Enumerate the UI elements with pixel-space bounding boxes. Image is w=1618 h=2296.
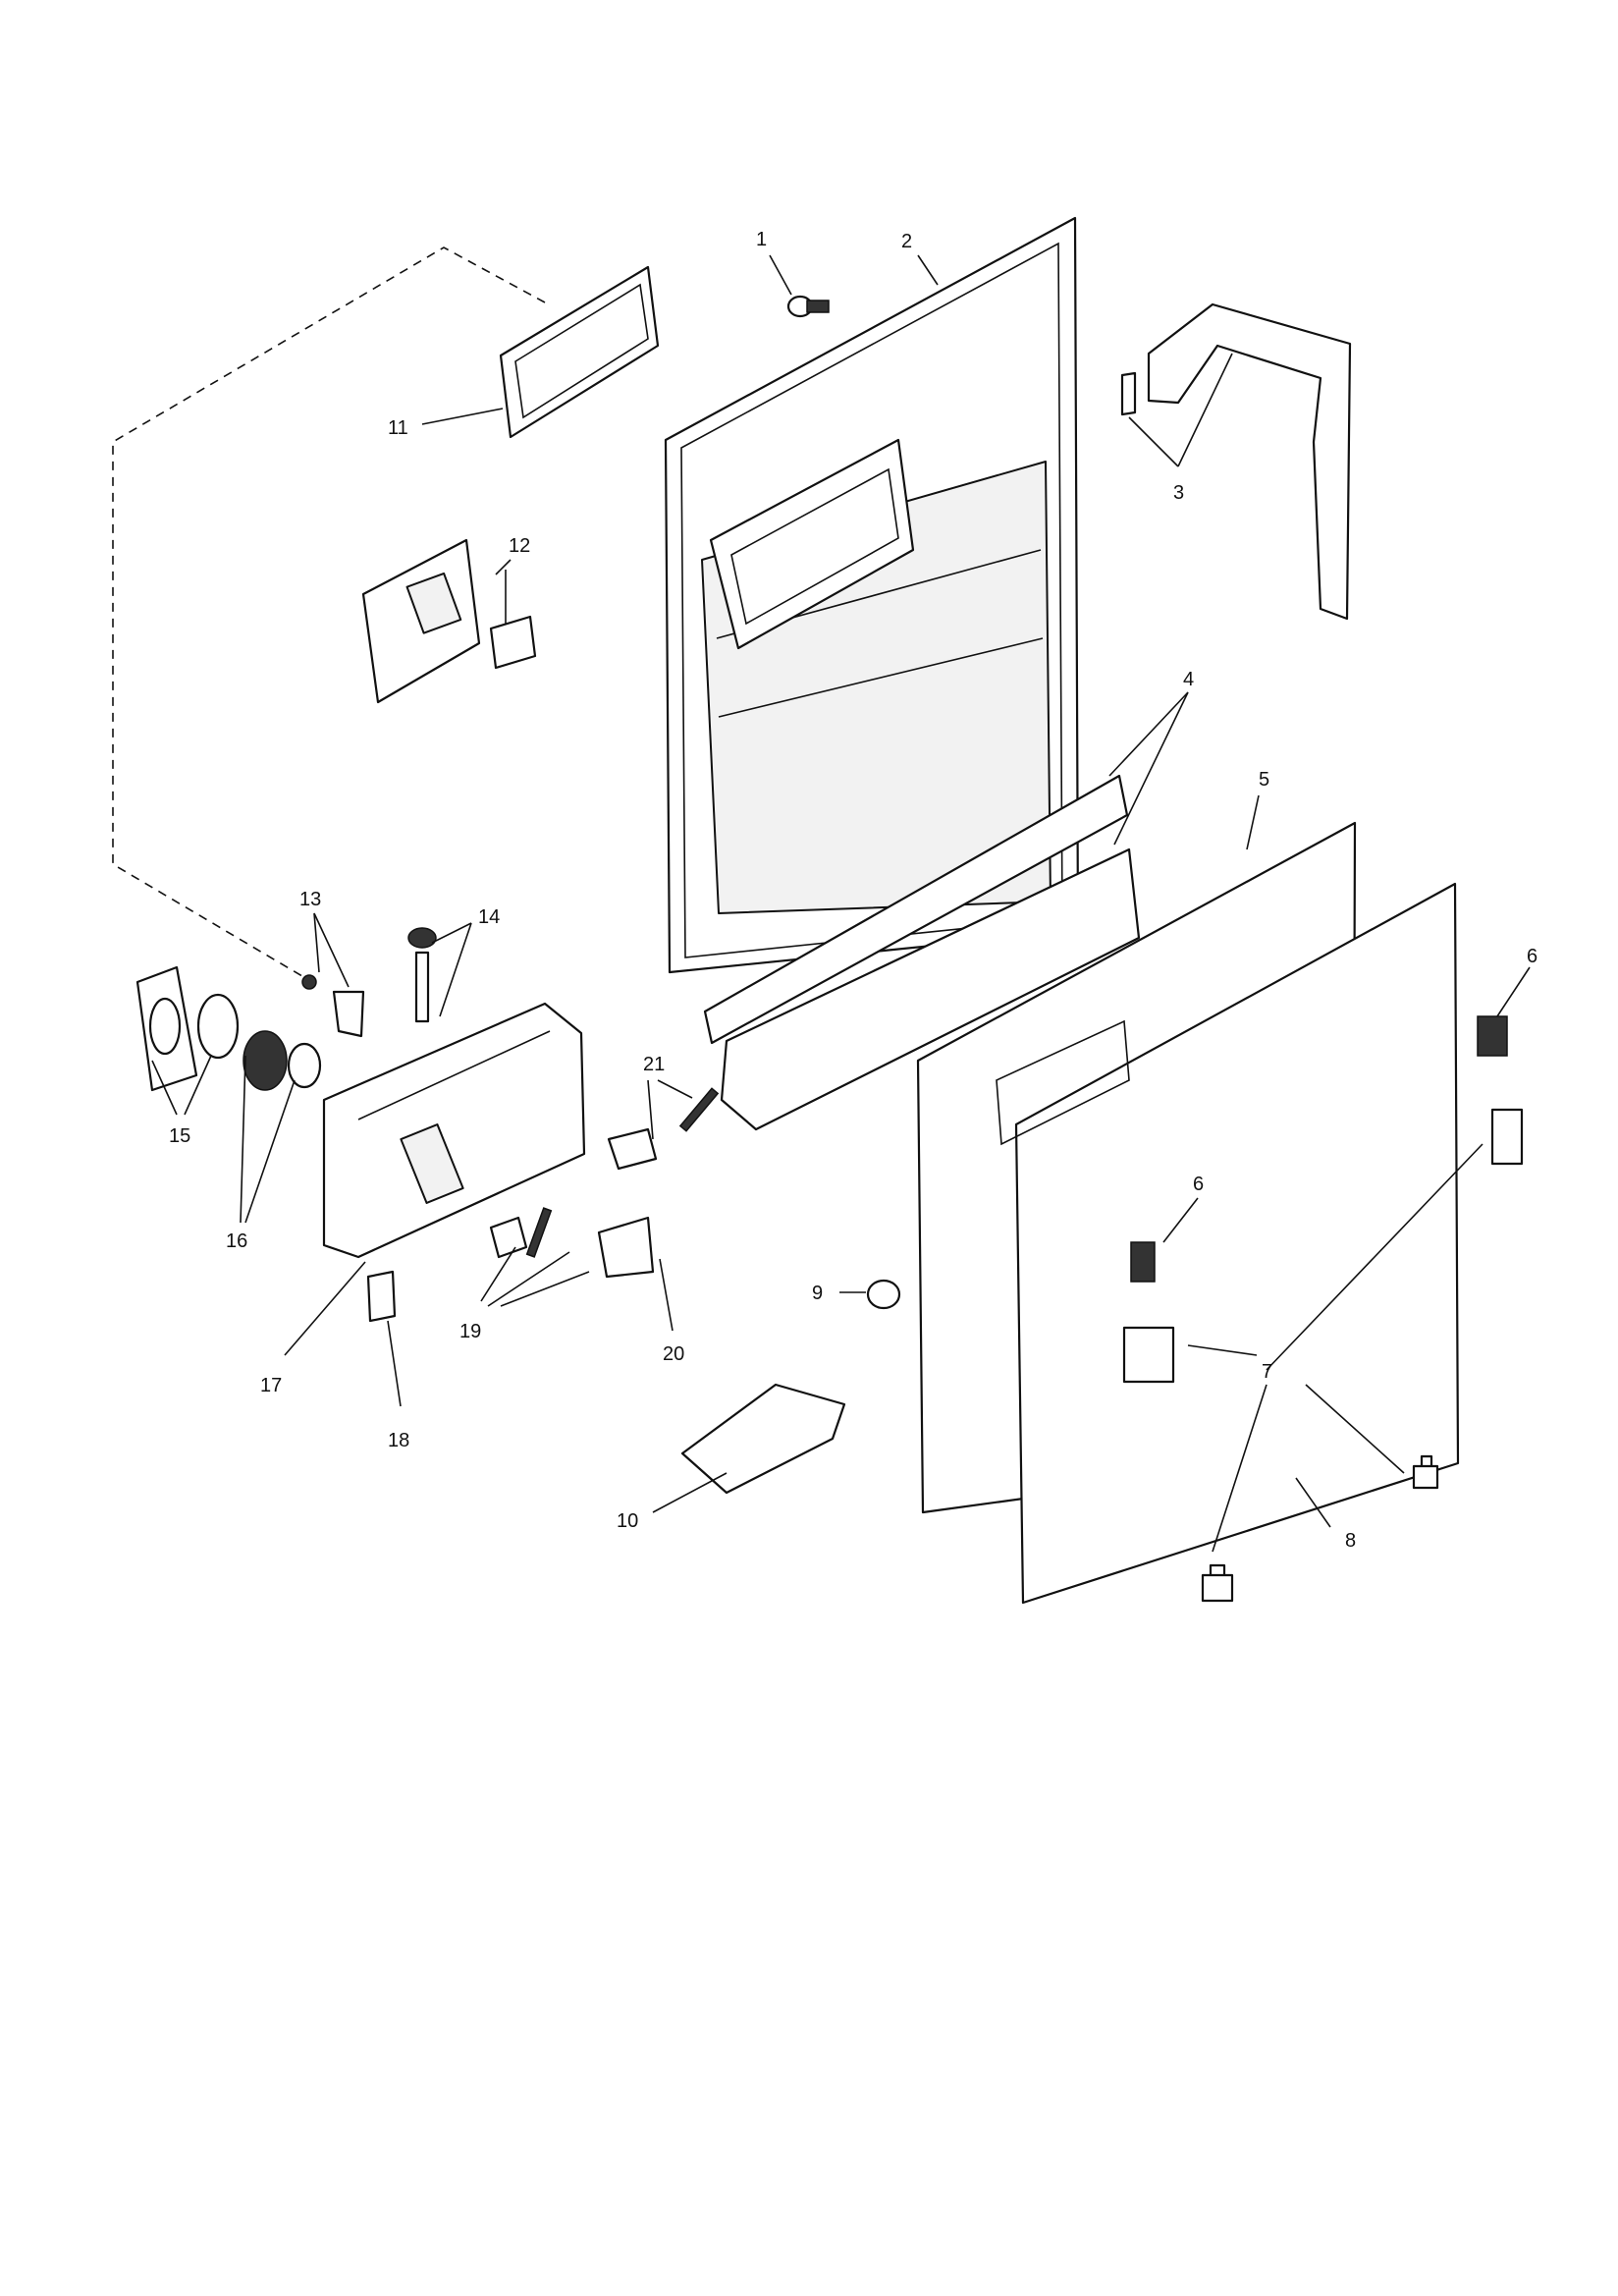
callout-3: 3: [1173, 482, 1184, 504]
callout-16: 16: [226, 1230, 247, 1252]
callout-10: 10: [617, 1510, 638, 1532]
dispenser-body-part: [322, 1002, 586, 1259]
assembly-dashed-boundary: [112, 246, 546, 983]
inner-door-liner-part: [664, 216, 1080, 974]
label-plate-part: [366, 1270, 397, 1323]
button-part: [866, 1279, 901, 1310]
callout-7: 7: [1262, 1361, 1272, 1383]
dispenser-cap-parts: [135, 965, 322, 1092]
callout-labels: 1 2 3 4 5 6 6 7 8 9 10 11 12 13 14 15 16…: [169, 229, 1537, 1552]
callout-20: 20: [663, 1343, 684, 1365]
leader-lines: [151, 254, 1531, 1553]
callout-4: 4: [1183, 669, 1194, 690]
callout-15: 15: [169, 1125, 190, 1147]
callout-6a: 6: [1527, 946, 1537, 967]
callout-9: 9: [812, 1283, 823, 1304]
bottom-rail-part: [703, 774, 1141, 1131]
callout-5: 5: [1259, 769, 1269, 791]
screw-part: [786, 295, 830, 318]
callout-12: 12: [509, 535, 530, 557]
latch-bracket-part: [680, 1383, 846, 1495]
callout-18: 18: [388, 1430, 409, 1451]
callout-6b: 6: [1193, 1174, 1204, 1195]
clip-part: [1130, 1015, 1508, 1283]
callout-13: 13: [299, 889, 321, 910]
callout-21: 21: [643, 1054, 665, 1075]
callout-14: 14: [478, 906, 500, 928]
door-seal-part: [1120, 302, 1352, 621]
callout-11: 11: [388, 417, 408, 439]
callout-1: 1: [756, 229, 767, 250]
callout-17: 17: [260, 1375, 282, 1396]
hinge-bracket-part: [1122, 1108, 1524, 1603]
spring-pin-parts: [301, 927, 437, 1038]
callout-19: 19: [459, 1321, 481, 1342]
callout-2: 2: [901, 231, 912, 252]
window-frame-part: [499, 265, 660, 439]
callout-8: 8: [1345, 1530, 1356, 1552]
filter-cover-part: [361, 538, 537, 704]
lever-spring-parts: [489, 1087, 720, 1279]
